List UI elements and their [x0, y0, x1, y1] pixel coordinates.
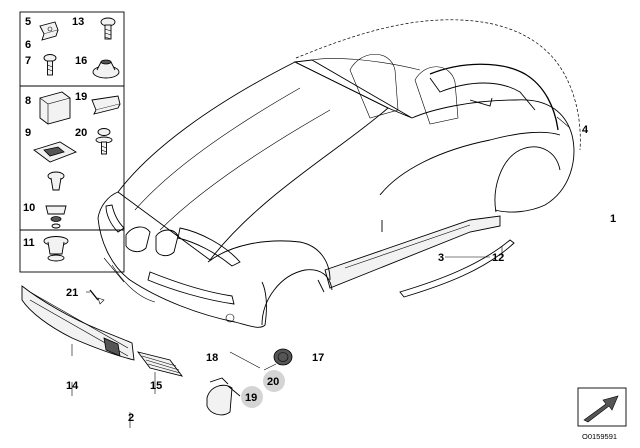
callouts: 1 2 3 4 12 14 15 17 18 19 20 21: [66, 124, 616, 424]
callout-19: 19: [245, 392, 257, 404]
rear-trim: [429, 63, 559, 131]
seat: [349, 54, 399, 119]
screw-icon: [100, 17, 116, 40]
label-20: 20: [75, 127, 87, 139]
expanding-rivet-icon: [43, 236, 69, 262]
headlight: [105, 204, 125, 233]
callout-4: 4: [582, 124, 589, 136]
callout-21: 21: [66, 287, 78, 299]
label-8: 8: [25, 95, 31, 107]
callout-1: 1: [610, 213, 616, 225]
label-16: 16: [75, 55, 87, 67]
mounting-plate-icon: [33, 141, 78, 163]
clip-icon: [45, 205, 67, 229]
grille-mesh: [136, 351, 184, 377]
clip-nut-icon: [39, 21, 59, 41]
leader-lines: [71, 116, 571, 428]
kidney-grille: [155, 229, 179, 257]
front-spoiler: [21, 285, 135, 361]
seat: [414, 66, 459, 125]
front-wheel-arch: [261, 269, 333, 326]
roof-silhouette: [295, 19, 581, 151]
push-rivet-icon: [47, 171, 65, 191]
grommet: [273, 348, 293, 366]
label-6: 6: [25, 39, 31, 51]
screw-icon: [95, 128, 113, 155]
parts-box-frame: [19, 11, 125, 273]
front-bumper: [97, 217, 267, 328]
label-19: 19: [75, 91, 87, 103]
car-outline: [97, 19, 581, 328]
callout-15: 15: [150, 380, 162, 392]
headlight: [177, 227, 241, 267]
footer: O0159591: [577, 387, 627, 441]
expanding-nut-icon: [92, 59, 120, 79]
callout-3: 3: [438, 252, 444, 264]
callout-18: 18: [206, 352, 218, 364]
callout-20: 20: [267, 376, 279, 388]
image-code: O0159591: [582, 432, 617, 441]
clip-icon: [91, 95, 121, 115]
pin: [89, 289, 105, 305]
label-13: 13: [72, 16, 84, 28]
side-skirt: [324, 215, 501, 289]
callout-12: 12: [492, 252, 504, 264]
label-9: 9: [25, 127, 31, 139]
callout-2: 2: [128, 412, 134, 424]
label-7: 7: [25, 55, 31, 67]
label-5: 5: [25, 16, 31, 28]
small-parts-box: 5 13 6 7 16 8 19 9 20 10 11: [19, 11, 125, 273]
hood: [117, 61, 389, 261]
callout-17: 17: [312, 352, 324, 364]
rear-fender: [494, 99, 575, 213]
callout-14: 14: [66, 380, 79, 392]
fog-light: [225, 313, 235, 323]
direction-arrow-icon: [583, 395, 619, 423]
callout-20-badge: [263, 370, 285, 392]
rear-wheel-arch: [494, 146, 561, 213]
front-fender: [207, 240, 331, 281]
trim-strip: [399, 239, 515, 298]
tow-hook-housing: [206, 377, 241, 416]
callout-19-badge: [241, 386, 263, 408]
kidney-grille: [125, 226, 151, 253]
label-10: 10: [23, 202, 35, 214]
air-intake: [147, 271, 235, 305]
bracket-icon: [39, 91, 71, 125]
label-11: 11: [23, 237, 35, 249]
screw-icon: [43, 54, 57, 76]
